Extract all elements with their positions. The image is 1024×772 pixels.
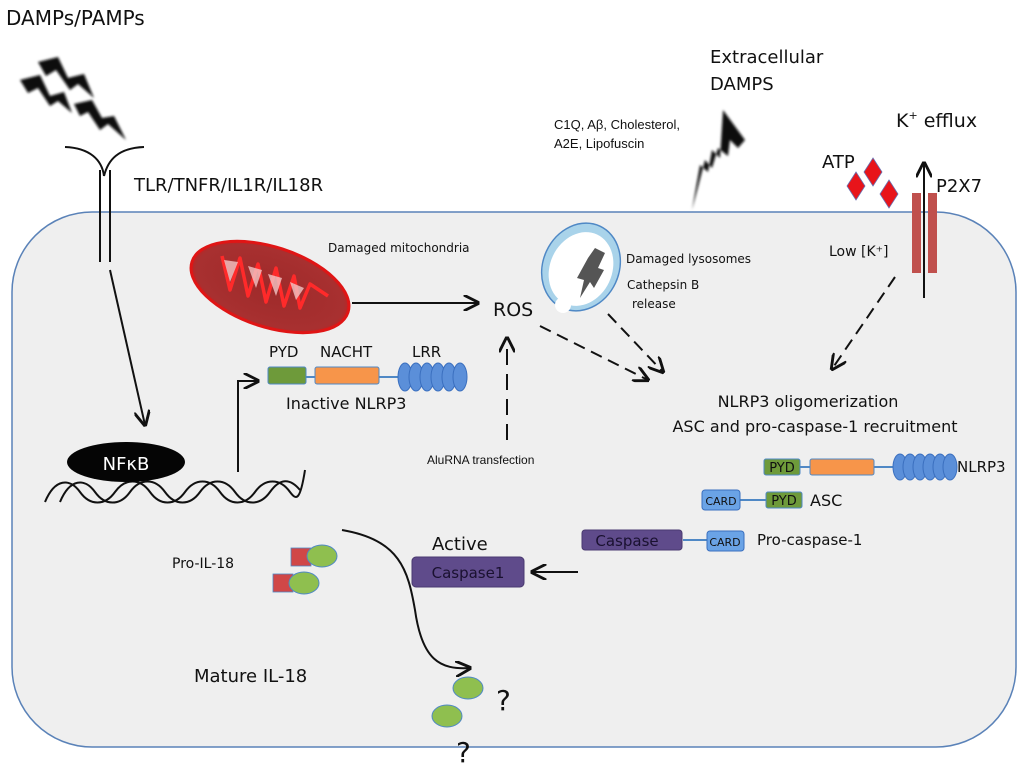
extracellular-label-line1: Extracellular bbox=[710, 47, 824, 68]
damps-list-line1: C1Q, Aβ, Cholesterol, bbox=[554, 117, 680, 132]
nfkb-label: NFκB bbox=[103, 454, 150, 475]
ros-to-oligomerization-arrow bbox=[539, 325, 648, 380]
pyd-label: PYD bbox=[269, 343, 298, 361]
asc-domains bbox=[701, 489, 803, 511]
dna-strand-icon bbox=[44, 469, 306, 504]
damps-pamps-label: DAMPs/PAMPs bbox=[6, 6, 145, 30]
nlrp3-pyd-label: PYD bbox=[769, 461, 795, 476]
damps-pamps-lightning-icon bbox=[20, 57, 126, 140]
inactive-nlrp3-label: Inactive NLRP3 bbox=[286, 394, 406, 413]
procaspase-card-label: CARD bbox=[709, 536, 740, 549]
damaged-lysosome-icon bbox=[540, 222, 622, 313]
caspase-domain-label: Caspase bbox=[595, 532, 658, 550]
pro-il18-label: Pro-IL-18 bbox=[172, 556, 234, 572]
asc-pyd-label: PYD bbox=[771, 494, 797, 509]
pyd-domain bbox=[267, 366, 307, 385]
active-caspase1-label: Caspase1 bbox=[432, 564, 505, 582]
cell-membrane bbox=[11, 211, 1017, 748]
damaged-mitochondria-icon bbox=[189, 239, 351, 335]
nacht-label: NACHT bbox=[320, 343, 373, 361]
cathepsin-label-line2: release bbox=[632, 297, 676, 311]
low-k-label: Low [K⁺] bbox=[829, 244, 889, 260]
receptor-label: TLR/TNFR/IL1R/IL18R bbox=[133, 175, 323, 196]
nfkb-ellipse bbox=[67, 442, 185, 482]
extracellular-damps-lightning-icon bbox=[692, 110, 745, 210]
extracellular-label-line2: DAMPS bbox=[710, 74, 774, 95]
nlrp3-label: NLRP3 bbox=[957, 458, 1006, 476]
inactive-nlrp3-domains bbox=[267, 362, 468, 392]
pro-il18-molecules bbox=[272, 544, 338, 595]
lrr-label: LRR bbox=[412, 343, 441, 361]
p2x7-channel-left bbox=[912, 193, 921, 273]
question-mark-outside: ? bbox=[456, 736, 471, 769]
oligomerization-label-line2: ASC and pro-caspase-1 recruitment bbox=[672, 417, 957, 436]
p2x7-label: P2X7 bbox=[936, 176, 982, 197]
atp-label: ATP bbox=[822, 152, 855, 173]
alurna-label: AluRNA transfection bbox=[427, 453, 534, 467]
lysosome-to-oligomerization-arrow bbox=[607, 313, 663, 372]
asc-label: ASC bbox=[810, 491, 842, 510]
damaged-mitochondria-label: Damaged mitochondria bbox=[328, 241, 470, 255]
p2x7-channel-right bbox=[928, 193, 937, 273]
receptor-icon bbox=[64, 146, 145, 262]
asc-card-label: CARD bbox=[705, 495, 736, 508]
cleavage-arrow bbox=[341, 529, 470, 668]
nacht-domain bbox=[314, 366, 380, 385]
atp-molecules-icon bbox=[846, 157, 899, 209]
ros-label: ROS bbox=[493, 299, 533, 321]
nlrp3-domains bbox=[763, 453, 958, 481]
mature-il18-label: Mature IL-18 bbox=[194, 666, 307, 687]
damaged-lysosomes-label: Damaged lysosomes bbox=[626, 252, 751, 266]
secreted-il18-molecule bbox=[431, 704, 463, 728]
cathepsin-label-line1: Cathepsin B bbox=[627, 278, 699, 292]
oligomerization-label-line1: NLRP3 oligomerization bbox=[718, 392, 899, 411]
nfkb-to-nlrp3-arrow bbox=[237, 381, 258, 472]
k-efflux-label: K+ efflux bbox=[896, 109, 977, 132]
question-mark-inside: ? bbox=[496, 684, 511, 717]
damps-list-line2: A2E, Lipofuscin bbox=[554, 136, 644, 151]
mature-il18-molecule bbox=[452, 676, 484, 700]
pro-caspase1-label: Pro-caspase-1 bbox=[757, 531, 862, 549]
receptor-to-nfkb-arrow bbox=[109, 269, 145, 425]
pro-caspase1-domains bbox=[581, 529, 745, 552]
active-caspase1-box bbox=[411, 556, 525, 588]
active-label: Active bbox=[432, 534, 488, 555]
lrr-domain bbox=[397, 362, 468, 392]
